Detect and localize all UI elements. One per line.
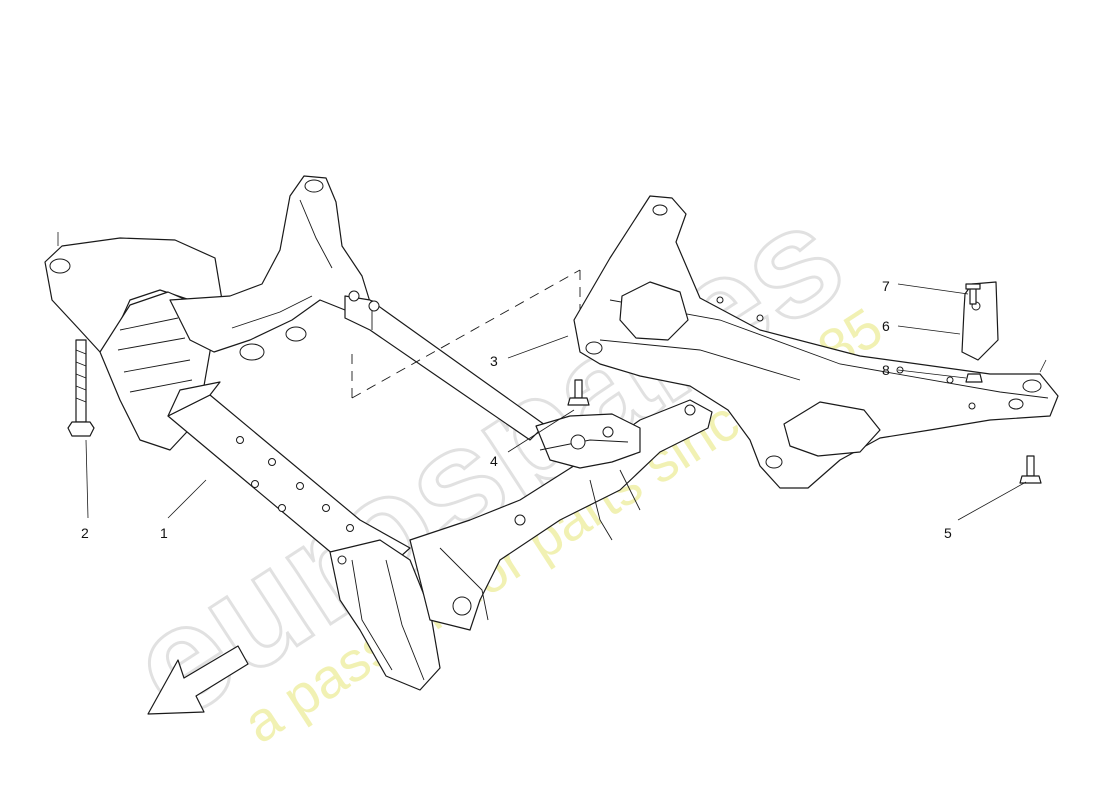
front-direction-arrow-icon (147, 645, 249, 715)
reinforcement-plate (573, 195, 1059, 489)
plate-cutout-upper (619, 281, 689, 341)
main-rail-top (167, 381, 221, 417)
bolt-5 (1019, 455, 1042, 484)
screw-7 (965, 283, 981, 305)
callout-6: 6 (882, 318, 890, 334)
callout-8: 8 (882, 362, 890, 378)
nut-8 (965, 373, 983, 383)
lower-arm-mount (535, 413, 641, 469)
rear-cross-arch (169, 175, 371, 353)
underbody-plate (573, 195, 1059, 489)
bolt-3 (567, 379, 590, 406)
callout-5: 5 (944, 525, 952, 541)
cross-beam (344, 295, 546, 441)
long-bolt (67, 339, 95, 437)
leader-lines (57, 232, 1047, 521)
plate-cutout-lower (783, 401, 881, 457)
callout-4: 4 (490, 453, 498, 469)
callout-1: 1 (160, 525, 168, 541)
callouts: 1 2 3 4 5 6 7 8 (81, 278, 952, 541)
front-crossmember (409, 399, 713, 631)
front-end-bracket (329, 539, 441, 691)
fasteners (67, 281, 1042, 484)
callout-2: 2 (81, 525, 89, 541)
hidden-outline (351, 269, 581, 399)
subframe-assembly (44, 175, 713, 691)
callout-3: 3 (490, 353, 498, 369)
callout-7: 7 (882, 278, 890, 294)
